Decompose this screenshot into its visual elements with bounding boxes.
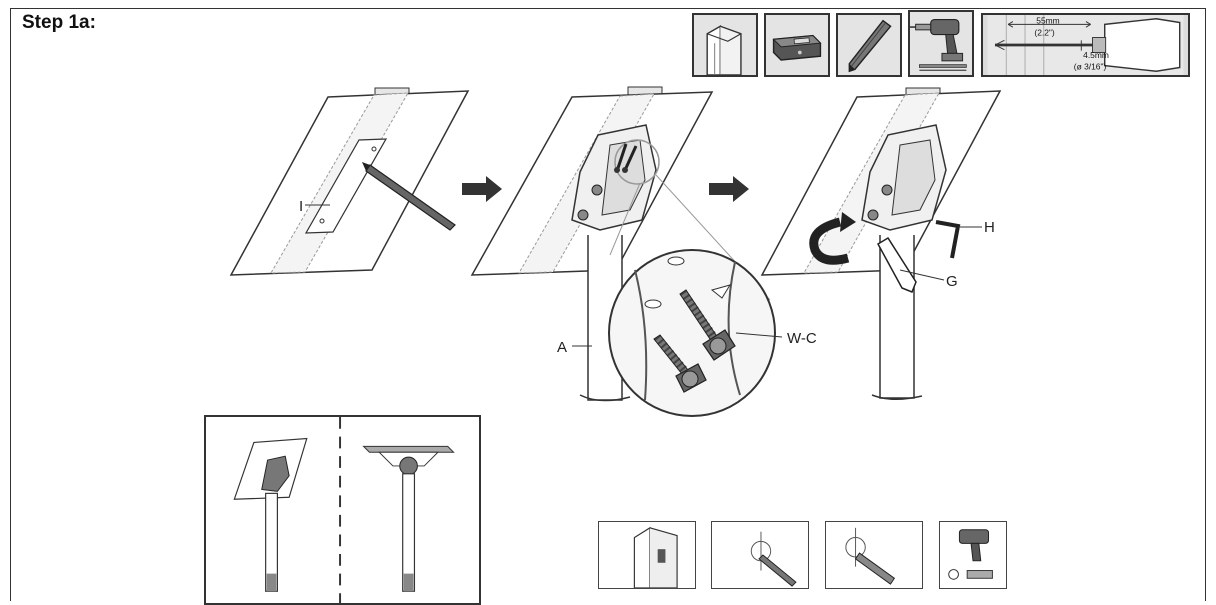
drill-depth-icon: 55mm (2.2") 4.5mm (ø 3/16") [981, 13, 1190, 77]
arrow-icon [462, 176, 502, 202]
wrench-icon [876, 236, 917, 293]
orientation-inset [204, 415, 481, 605]
callout-G: G [946, 273, 958, 290]
hex-key-icon [935, 220, 961, 259]
drill-icon [908, 10, 974, 77]
drill-bit-mm: 4.5mm [1083, 50, 1109, 60]
drill-bit-in: (ø 3/16") [1074, 61, 1107, 71]
drill-depth-mm: 55mm [1036, 15, 1059, 25]
panel-3 [760, 87, 1002, 400]
post-icon [598, 521, 696, 589]
lag-bolt-icon [653, 334, 707, 393]
pencil-icon [711, 521, 809, 589]
callout-W-C: W-C [787, 330, 817, 347]
instruction-frame [10, 8, 1206, 601]
panel-2 [470, 86, 783, 417]
callout-A: A [557, 339, 567, 356]
drill-icon [825, 521, 923, 589]
step-title: Step 1a: [22, 12, 96, 33]
callout-I: I [299, 198, 303, 215]
callout-H: H [984, 219, 995, 236]
drill-icon [939, 521, 1007, 589]
pencil-icon [836, 13, 902, 77]
arrow-icon [709, 176, 749, 202]
drill-depth-in: (2.2") [1034, 28, 1055, 38]
panel-1 [229, 87, 470, 276]
lag-bolt-icon [679, 289, 736, 361]
post-icon [692, 13, 758, 77]
stud-finder-icon [764, 13, 830, 77]
